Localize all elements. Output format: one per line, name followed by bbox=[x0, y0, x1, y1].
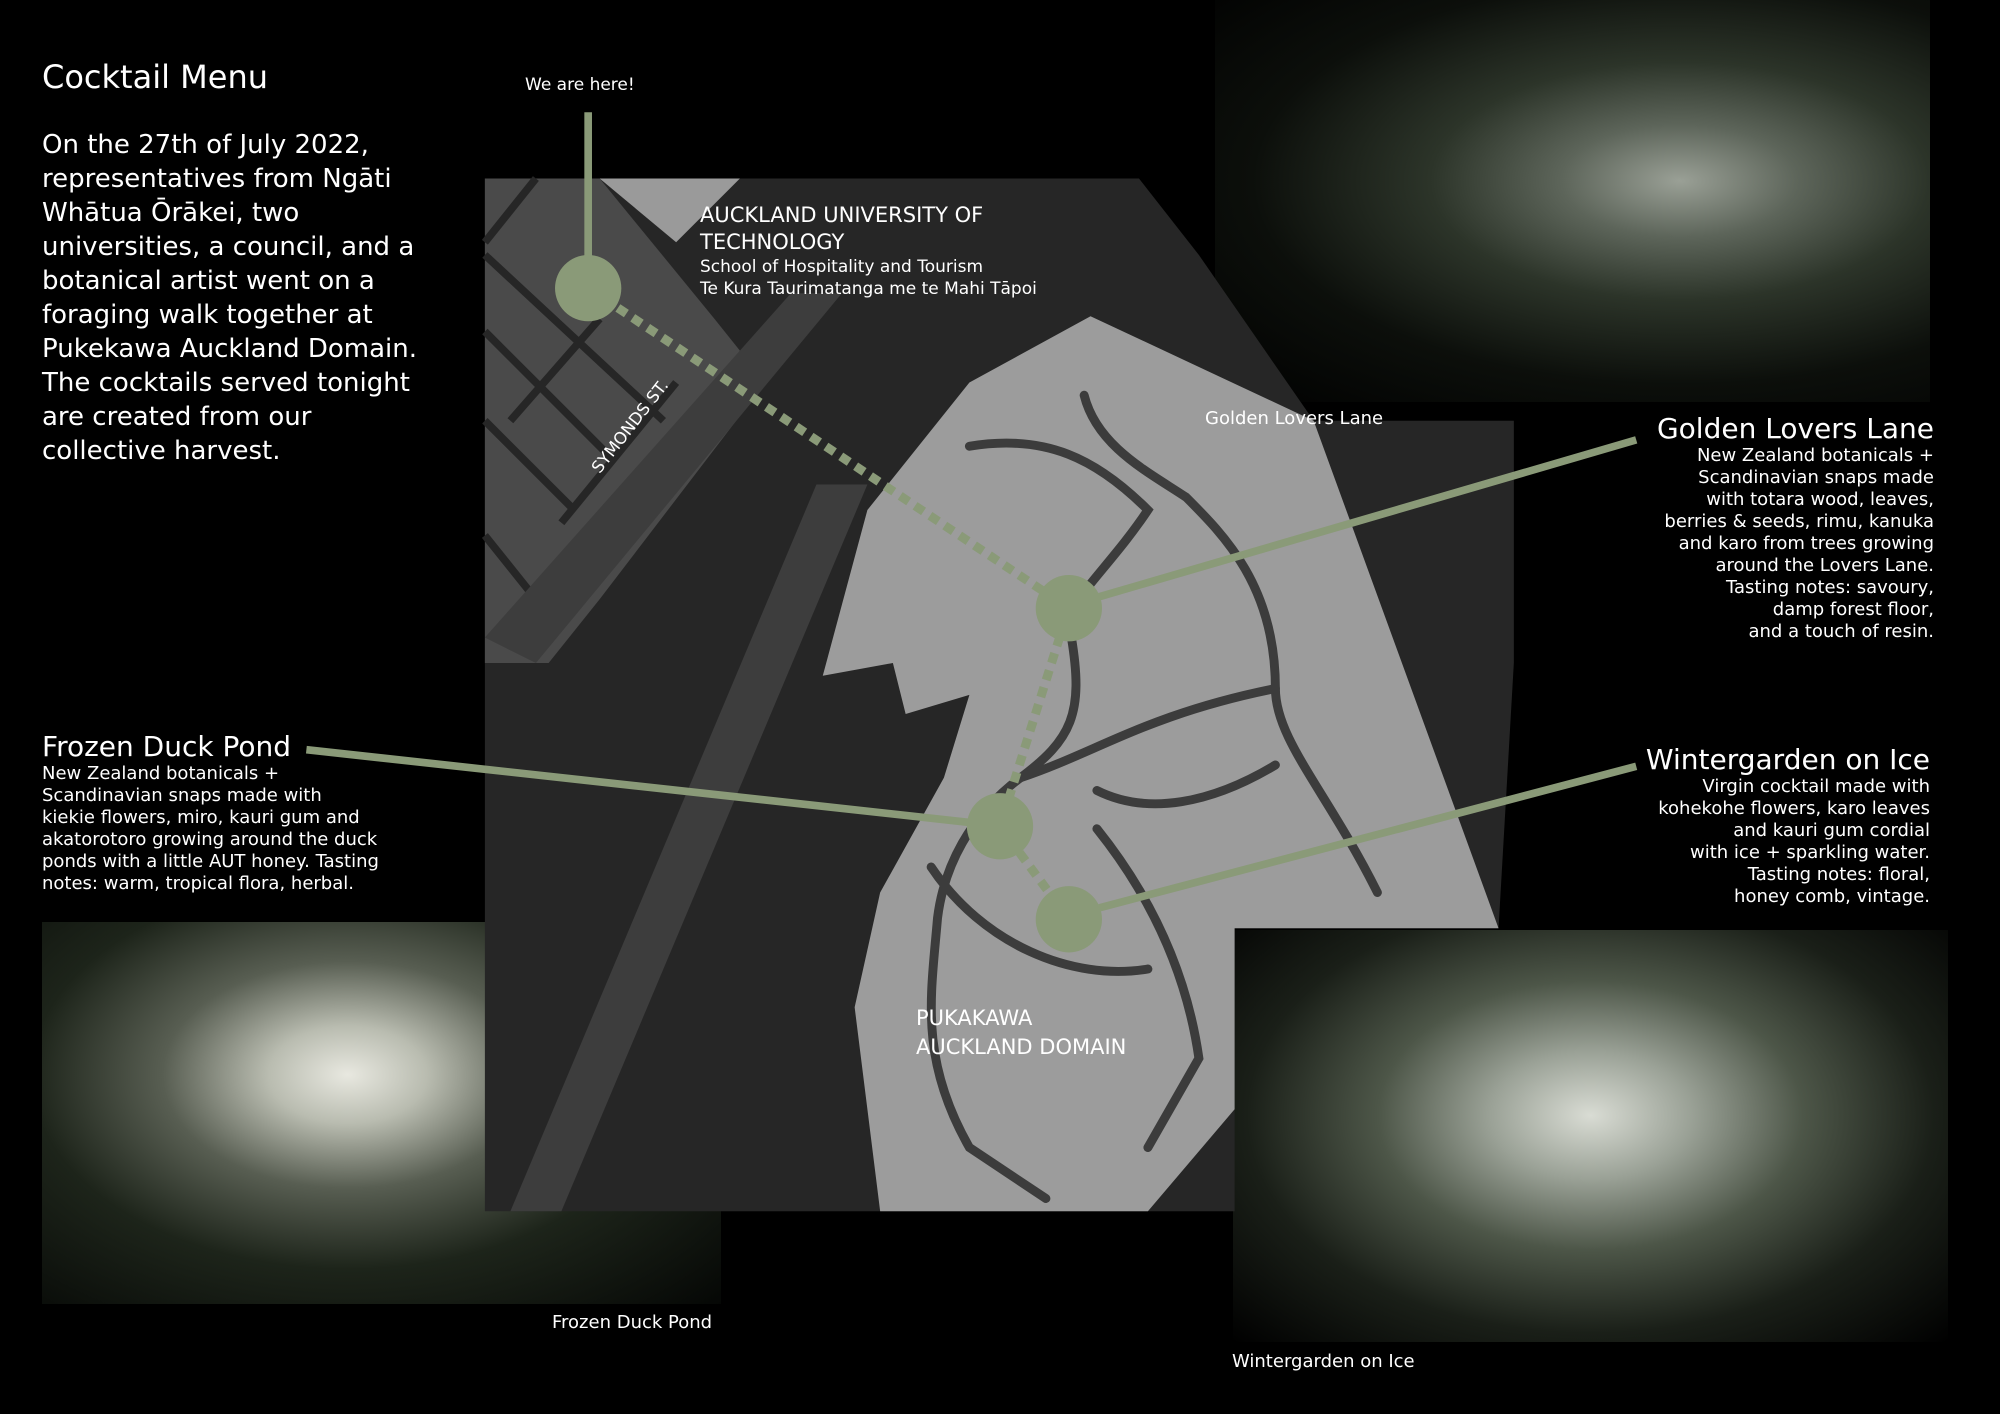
intro-text: On the 27th of July 2022, representative… bbox=[42, 130, 417, 466]
aut-title: TECHNOLOGY bbox=[700, 230, 845, 254]
cocktail-description: New Zealand botanicals + Scandinavian sn… bbox=[1664, 445, 1934, 642]
aut-label: AUCKLAND UNIVERSITY OF TECHNOLOGY School… bbox=[700, 202, 1037, 300]
aut-subtitle: School of Hospitality and Tourism bbox=[700, 257, 984, 277]
cocktail-name: Frozen Duck Pond bbox=[42, 730, 292, 763]
wintergarden-on-ice-photo bbox=[1233, 930, 1948, 1342]
cocktail-golden-lovers-lane: Golden Lovers Lane New Zealand botanical… bbox=[1657, 412, 1934, 643]
domain-park bbox=[822, 316, 1499, 1212]
road bbox=[510, 484, 868, 1212]
cocktail-name: Golden Lovers Lane bbox=[1656, 412, 1934, 445]
photo-caption: Golden Lovers Lane bbox=[1205, 408, 1384, 429]
cocktail-name: Wintergarden on Ice bbox=[1645, 743, 1930, 776]
page-title: Cocktail Menu bbox=[42, 58, 269, 96]
route-lines bbox=[305, 112, 1638, 922]
domain-label-line: AUCKLAND DOMAIN bbox=[916, 1035, 1127, 1059]
city-streets bbox=[481, 176, 680, 602]
cocktail-wintergarden-on-ice: Wintergarden on Ice Virgin cocktail made… bbox=[1646, 743, 1930, 908]
golden-lovers-lane-photo bbox=[1215, 0, 1930, 402]
aut-block bbox=[599, 178, 740, 243]
park-paths bbox=[926, 390, 1382, 1203]
road bbox=[484, 293, 842, 664]
frozen-duck-pond-marker bbox=[966, 793, 1034, 860]
aut-title: AUCKLAND UNIVERSITY OF bbox=[700, 203, 984, 227]
cocktail-description: Virgin cocktail made with kohekohe flowe… bbox=[1658, 776, 1930, 907]
wintergarden-marker bbox=[1035, 886, 1103, 953]
domain-label-line: PUKAKAWA bbox=[916, 1006, 1033, 1030]
domain-label: PUKAKAWA AUCKLAND DOMAIN bbox=[916, 1004, 1126, 1062]
photo-caption: Frozen Duck Pond bbox=[552, 1312, 713, 1333]
photo-caption: Wintergarden on Ice bbox=[1232, 1351, 1415, 1372]
cocktail-frozen-duck-pond: Frozen Duck Pond New Zealand botanicals … bbox=[42, 730, 379, 895]
cocktail-description: New Zealand botanicals + Scandinavian sn… bbox=[42, 763, 379, 894]
golden-lovers-lane-marker bbox=[1035, 575, 1103, 642]
we-are-here-label: We are here! bbox=[525, 75, 635, 95]
city-blocks bbox=[484, 178, 766, 664]
aut-subtitle: Te Kura Taurimatanga me te Mahi Tāpoi bbox=[700, 279, 1037, 299]
we-are-here-marker bbox=[555, 255, 622, 322]
